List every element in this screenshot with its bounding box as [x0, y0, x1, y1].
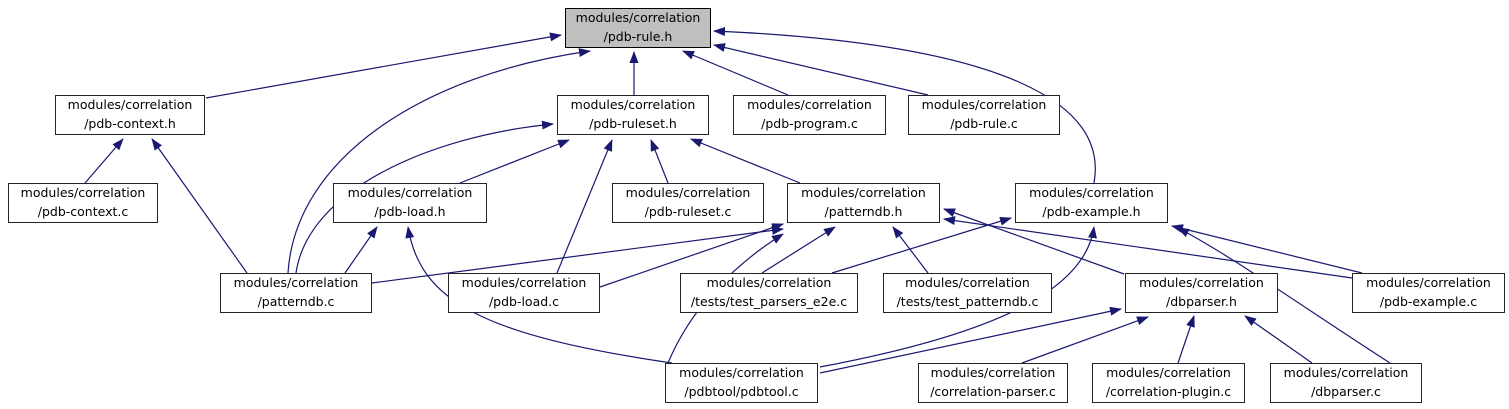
node-pdb-example-h[interactable]: modules/correlation /pdb-example.h: [1015, 183, 1168, 223]
node-pdb-load-c[interactable]: modules/correlation /pdb-load.c: [448, 273, 600, 313]
edge-pdb-example-c-to-patterndb-h: [943, 216, 1353, 279]
node-pdb-context-c[interactable]: modules/correlation /pdb-context.c: [8, 183, 158, 223]
edge-test-parsers-e2e-c-to-pdb-example-h: [831, 216, 1012, 274]
node-pdbtool-c[interactable]: modules/correlation /pdbtool/pdbtool.c: [665, 363, 818, 403]
node-dbparser-h[interactable]: modules/correlation /dbparser.h: [1125, 273, 1278, 313]
edge-pdb-ruleset-c-to-pdb-ruleset-h: [650, 139, 669, 184]
node-correlation-parser-c[interactable]: modules/correlation /correlation-parser.…: [918, 363, 1068, 403]
node-pdb-context-h[interactable]: modules/correlation /pdb-context.h: [55, 95, 205, 135]
node-pdb-ruleset-c[interactable]: modules/correlation /pdb-ruleset.c: [612, 183, 764, 223]
edge-patterndb-c-to-pdb-rule-h: [287, 48, 591, 274]
node-pdb-rule-h[interactable]: modules/correlation /pdb-rule.h: [565, 8, 711, 48]
node-correlation-plugin-c[interactable]: modules/correlation /correlation-plugin.…: [1092, 363, 1245, 403]
edge-correlation-parser-c-to-dbparser-h: [1021, 316, 1149, 364]
edge-patterndb-c-to-pdb-load-h: [344, 226, 378, 274]
edge-patterndb-h-to-pdb-ruleset-h: [690, 138, 801, 184]
node-pdb-example-c[interactable]: modules/correlation /pdb-example.c: [1352, 273, 1505, 313]
edge-pdb-example-c-to-pdb-example-h: [1171, 224, 1363, 274]
edge-pdb-program-c-to-pdb-rule-h: [682, 50, 789, 96]
edge-pdb-context-c-to-pdb-context-h: [84, 138, 124, 184]
node-patterndb-c[interactable]: modules/correlation /patterndb.c: [220, 273, 372, 313]
edge-patterndb-c-to-pdb-context-h: [151, 138, 248, 274]
node-patterndb-h[interactable]: modules/correlation /patterndb.h: [787, 183, 940, 223]
node-dbparser-c[interactable]: modules/correlation /dbparser.c: [1270, 363, 1422, 403]
edge-pdb-load-h-to-pdb-ruleset-h: [459, 139, 570, 184]
node-pdb-program-c[interactable]: modules/correlation /pdb-program.c: [733, 95, 886, 135]
edge-test-parsers-e2e-c-to-patterndb-h: [761, 226, 836, 274]
edge-pdb-rule-c-to-pdb-rule-h: [713, 43, 929, 96]
node-pdb-load-h[interactable]: modules/correlation /pdb-load.h: [333, 183, 487, 223]
edge-correlation-plugin-c-to-dbparser-h: [1177, 315, 1195, 364]
edge-dbparser-c-to-dbparser-h: [1244, 315, 1313, 364]
node-test-parsers-e2e-c[interactable]: modules/correlation /tests/test_parsers_…: [680, 273, 858, 313]
node-pdb-rule-c[interactable]: modules/correlation /pdb-rule.c: [908, 95, 1060, 135]
edge-pdb-load-c-to-pdb-ruleset-h: [556, 139, 613, 274]
node-test-patterndb-c[interactable]: modules/correlation /tests/test_patternd…: [883, 273, 1052, 313]
node-pdb-ruleset-h[interactable]: modules/correlation /pdb-ruleset.h: [557, 95, 709, 135]
edge-pdb-context-h-to-pdb-rule-h: [205, 32, 562, 99]
edge-test-patterndb-c-to-patterndb-h: [892, 226, 929, 274]
